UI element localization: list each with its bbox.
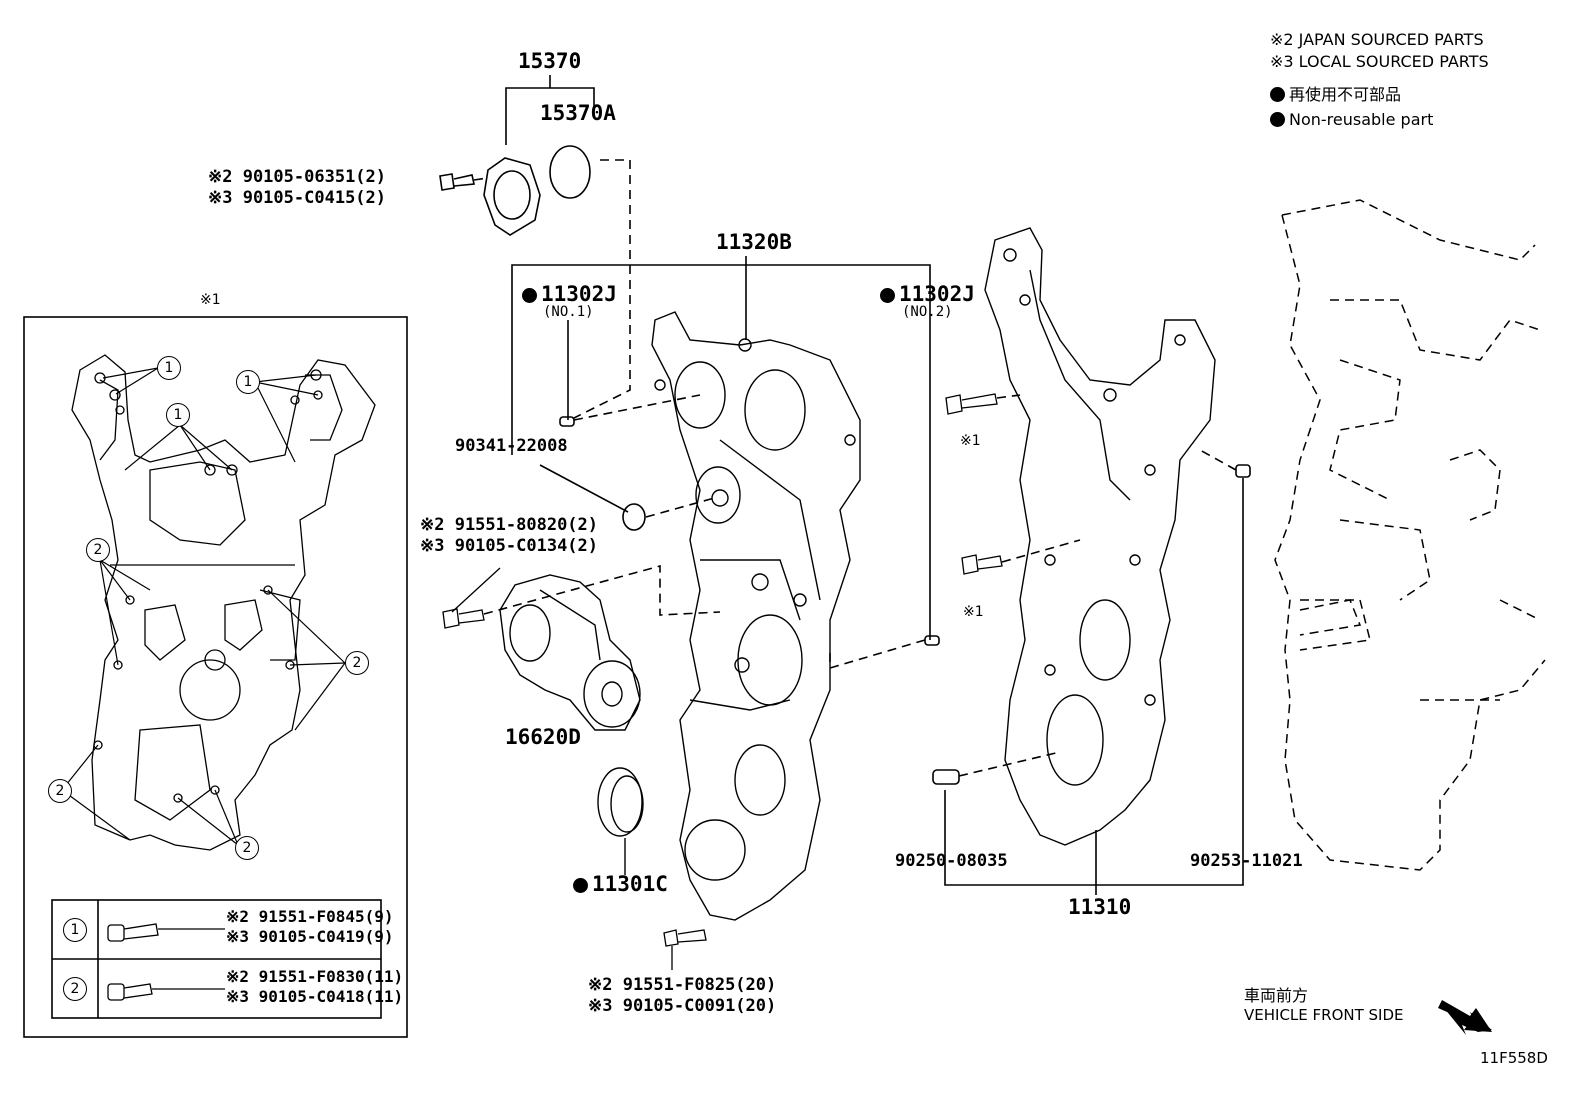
label-90341-22008: 90341-22008: [455, 436, 568, 456]
oil-seal-11301C: [597, 767, 644, 875]
pin-90250-08035: [932, 769, 960, 785]
inset-cover-drawing: [71, 354, 376, 851]
label-11302J-no2: 11302J: [880, 284, 975, 305]
tensioner-16620D: [499, 574, 641, 731]
label-15370A: 15370A: [540, 101, 616, 125]
part-11320B-bracket: [511, 256, 931, 640]
part-15370-drawing: [439, 75, 595, 236]
label-bolt-mid-local: ※3 90105-C0134(2): [420, 536, 599, 556]
dashed-plug: [645, 496, 719, 518]
label-bolt-top-jp-text: ※2 90105-06351(2): [208, 167, 387, 187]
callout-1: 1: [166, 403, 190, 427]
diagram-code: 11F558D: [1480, 1049, 1548, 1067]
bolt-x1-b: [961, 554, 1003, 575]
inset-leaders: [61, 367, 346, 846]
nonreusable-icon: [573, 878, 588, 893]
vehicle-front-arrow: [1438, 1000, 1492, 1035]
callout-1: 1: [236, 370, 260, 394]
callout-1: 1: [157, 356, 181, 380]
label-bolt-top-jp: ※2 90105-06351(2): [208, 169, 386, 186]
table-row-1-local: ※3 90105-C0419(9): [226, 927, 394, 946]
label-11302J-no2-text: 11302J: [899, 282, 975, 306]
label-note-x1-b: ※1: [963, 604, 984, 620]
engine-block-outline: [1274, 199, 1546, 871]
legend-nonreusable-en-text: Non-reusable part: [1289, 110, 1434, 129]
plug-90341-22008: [622, 503, 646, 531]
legend-japan-sourced: ※2 JAPAN SOURCED PARTS: [1270, 30, 1484, 49]
label-bolt-top-local-text: ※3 90105-C0415(2): [208, 188, 387, 208]
table-row-1-jp: ※2 91551-F0845(9): [226, 907, 394, 926]
dowel-11302J-no2: [924, 635, 940, 646]
table-row-2-jp: ※2 91551-F0830(11): [226, 967, 404, 986]
table-callout-2: 2: [63, 977, 87, 1001]
label-bolt-mid-jp: ※2 91551-80820(2): [420, 515, 599, 535]
label-11301C-text: 11301C: [592, 872, 668, 896]
inset-title: ※1: [200, 292, 221, 308]
bullet-icon: [1270, 87, 1285, 102]
bullet-icon: [1270, 112, 1285, 127]
front-side-en: VEHICLE FRONT SIDE: [1244, 1006, 1404, 1024]
dowel-11302J-no1: [559, 416, 575, 427]
legend-nonreusable-jp: 再使用不可部品: [1270, 87, 1401, 103]
table-callout-1: 1: [63, 918, 87, 942]
callout-2: 2: [86, 538, 110, 562]
dashed-dowel-1: [573, 394, 701, 421]
label-11320B: 11320B: [716, 230, 792, 254]
callout-2: 2: [48, 779, 72, 803]
legend-nonreusable-en: Non-reusable part: [1270, 112, 1433, 128]
callout-2: 2: [235, 836, 259, 860]
label-bolt-top-local: ※3 90105-C0415(2): [208, 190, 386, 207]
callout-2: 2: [345, 651, 369, 675]
label-11302J-no1-sub: (NO.1): [543, 304, 594, 320]
front-side-jp: 車両前方: [1244, 986, 1309, 1005]
bolt-bottom: [663, 929, 707, 970]
engine-block-bolt: [1299, 599, 1362, 636]
label-11302J-no1: 11302J: [522, 284, 617, 305]
legend-local-sourced: ※3 LOCAL SOURCED PARTS: [1270, 52, 1489, 71]
legend-nonreusable-jp-text: 再使用不可部品: [1289, 85, 1402, 104]
inset-table-bolt-2: [107, 983, 225, 1001]
dashed-dowel-2: [829, 639, 926, 670]
inset-table-bolt-1: [107, 923, 225, 942]
label-11302J-no1-text: 11302J: [541, 282, 617, 306]
label-90250-08035: 90250-08035: [895, 851, 1008, 871]
bolt-mid: [442, 567, 501, 629]
nonreusable-icon: [522, 288, 537, 303]
label-16620D: 16620D: [505, 725, 581, 749]
label-90253-11021: 90253-11021: [1190, 851, 1303, 871]
label-note-x1-a: ※1: [960, 433, 981, 449]
label-bolt-bottom-jp: ※2 91551-F0825(20): [588, 975, 777, 995]
dashed-leader-top: [473, 159, 631, 421]
label-15370: 15370: [518, 49, 582, 73]
nonreusable-icon: [880, 288, 895, 303]
label-bolt-bottom-local: ※3 90105-C0091(20): [588, 996, 777, 1016]
label-11310: 11310: [1068, 895, 1132, 919]
part-11310-bracket: [944, 478, 1244, 886]
dashed-tensioner: [483, 564, 721, 616]
inset-frame: [23, 316, 408, 1038]
timing-cover-11320B: [651, 311, 861, 921]
cover-11310: [984, 227, 1216, 846]
label-11301C: 11301C: [573, 874, 668, 895]
label-11302J-no2-sub: (NO.2): [902, 304, 953, 320]
table-row-2-local: ※3 90105-C0418(11): [226, 987, 404, 1006]
bolt-x1-a: [945, 393, 998, 415]
plug-90253-11021: [1235, 464, 1251, 478]
